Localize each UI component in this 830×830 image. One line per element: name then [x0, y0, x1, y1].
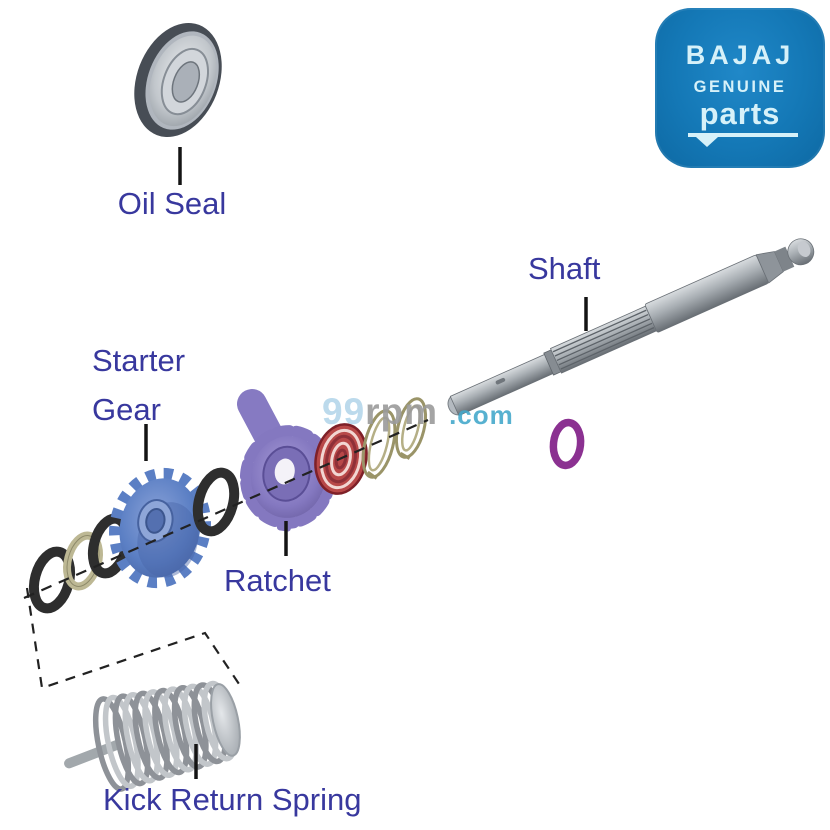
starter-gear-label-line1: Starter [92, 343, 186, 378]
kick-return-spring-image [64, 680, 241, 792]
watermark: 99 rpm .com [322, 391, 514, 433]
watermark-part3: .com [449, 400, 514, 430]
ratchet-label: Ratchet [224, 563, 331, 598]
shaft-image [447, 238, 815, 417]
axis-dashed-line [23, 418, 429, 600]
starter-gear-image [109, 467, 211, 589]
watermark-part2: rpm [365, 391, 439, 432]
watermark-part1: 99 [322, 391, 366, 432]
bajaj-brand-text: BAJAJ [685, 40, 795, 70]
genuine-text: GENUINE [693, 78, 787, 96]
parts-text: parts [699, 96, 781, 131]
o-ring-image [549, 418, 585, 470]
clip-image [361, 409, 397, 480]
oil-seal-image [134, 22, 222, 138]
clip-image [394, 397, 428, 460]
arrow-down-icon [696, 136, 718, 147]
bajaj-logo: BAJAJ GENUINE parts [655, 8, 825, 168]
parts-underline [688, 133, 798, 147]
oil-seal-label: Oil Seal [117, 186, 227, 221]
shaft-label: Shaft [528, 251, 601, 286]
washer-image [192, 467, 240, 537]
leader-lines [144, 147, 588, 779]
starter-gear-label: Starter Gear [92, 336, 185, 434]
starter-gear-label-line2: Gear [92, 392, 161, 427]
spring-link-dashed-line [25, 587, 244, 691]
kick-return-spring-label: Kick Return Spring [103, 782, 362, 817]
